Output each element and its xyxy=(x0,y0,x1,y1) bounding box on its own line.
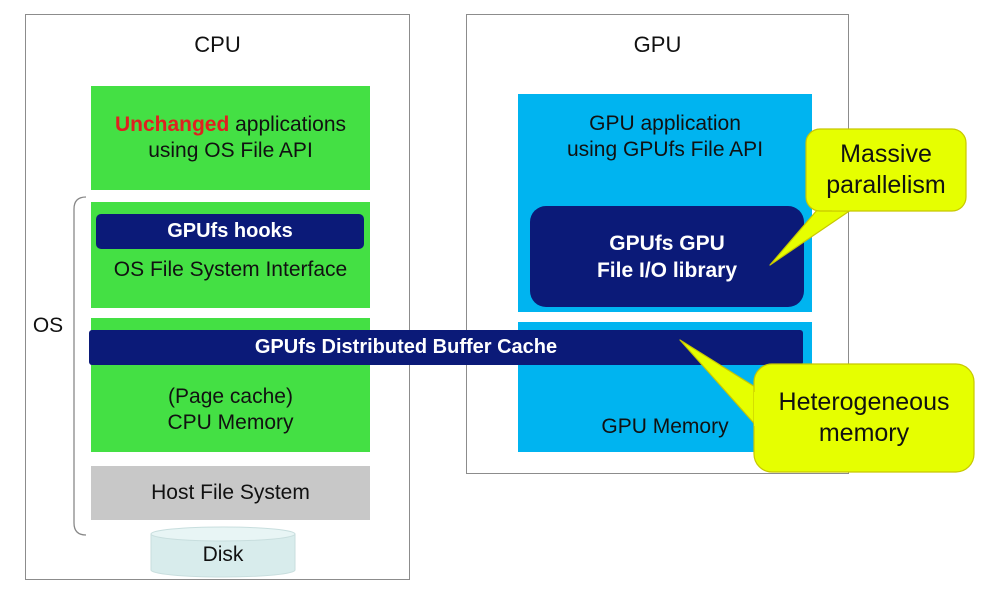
callout-massive-parallelism-shape xyxy=(769,128,967,266)
disk-label: Disk xyxy=(202,543,244,566)
host-file-system-block: Host File System xyxy=(91,466,370,520)
gpufs-hooks: GPUfs hooks xyxy=(96,214,364,249)
callout-heterogeneous-memory: Heterogeneous memory xyxy=(778,388,950,447)
os-bracket xyxy=(73,196,87,536)
callout-massive-parallelism: Massive parallelism xyxy=(826,140,946,199)
os-file-system-interface-label: OS File System Interface xyxy=(113,258,348,281)
gpufs-distributed-buffer-cache: GPUfs Distributed Buffer Cache xyxy=(89,330,803,365)
cpu-title: CPU xyxy=(194,32,241,57)
os-label: OS xyxy=(32,314,64,337)
gpu-application-labels: GPU application using GPUfs File API xyxy=(518,111,812,163)
gpu-title: GPU xyxy=(633,32,682,57)
cpu-memory-label: CPU Memory xyxy=(167,411,294,434)
gpufs-gpu-file-io-library: GPUfs GPU File I/O library xyxy=(530,206,804,307)
unchanged-highlight: Unchanged xyxy=(114,113,230,136)
cpu-memory-labels: (Page cache) CPU Memory xyxy=(91,384,370,436)
disk-cylinder xyxy=(150,526,296,578)
cpu-applications-line2: using OS File API xyxy=(148,139,313,162)
gpu-application-line2: using GPUfs File API xyxy=(566,138,764,161)
page-cache-label: (Page cache) xyxy=(168,385,293,408)
gpu-application-line1: GPU application xyxy=(589,112,741,135)
cpu-applications-line1: Unchanged applications xyxy=(114,113,347,136)
cpu-applications-block: Unchanged applications using OS File API xyxy=(91,86,370,190)
callout-heterogeneous-memory-shape xyxy=(679,339,975,473)
gpu-memory-label: GPU Memory xyxy=(601,415,729,438)
